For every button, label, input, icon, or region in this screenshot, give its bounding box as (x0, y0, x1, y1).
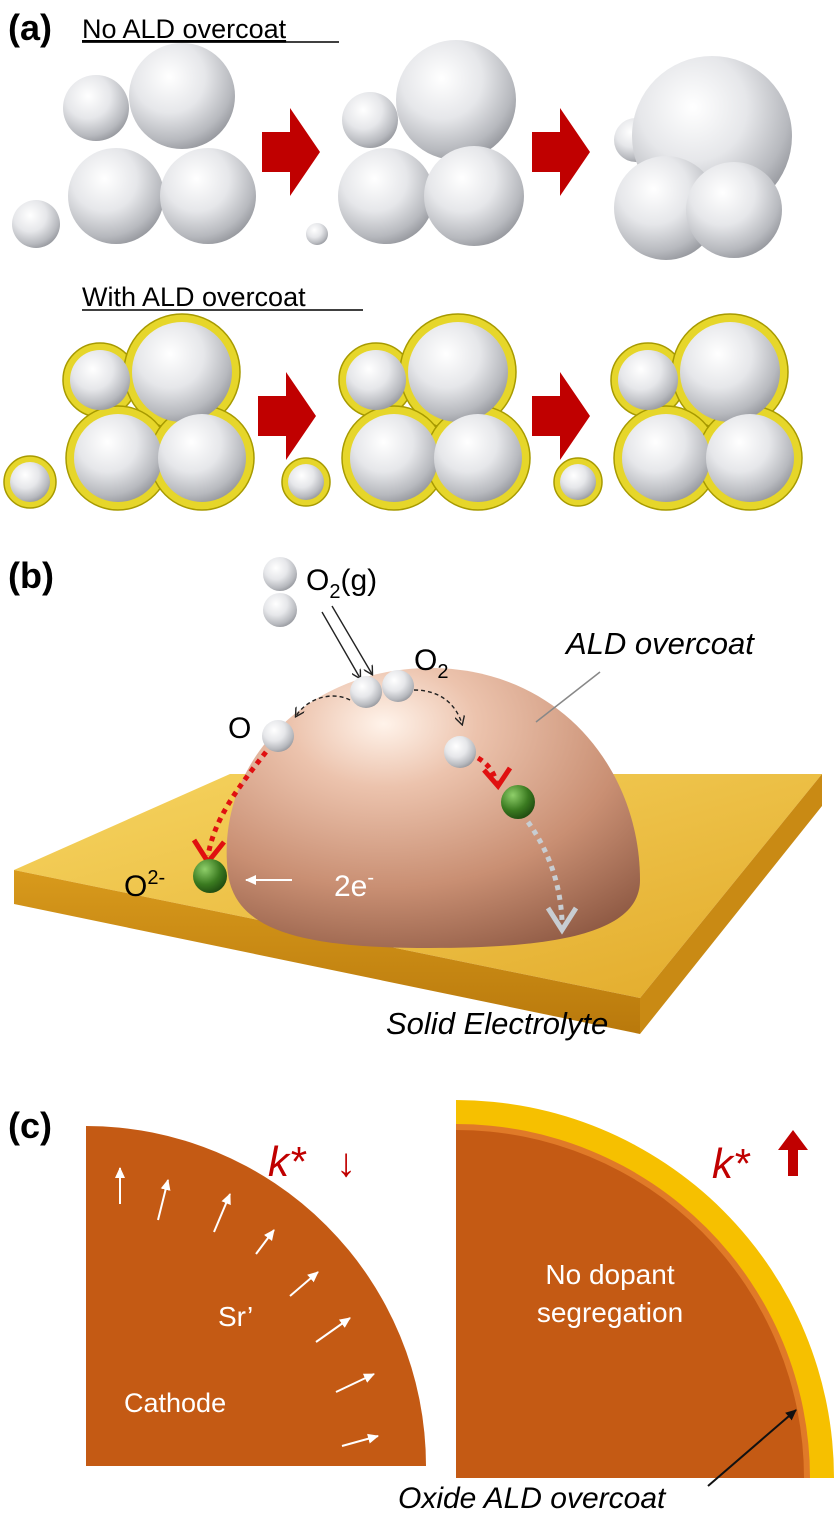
particle-cluster-coated-1 (3, 313, 255, 511)
segregation-arrow (289, 1271, 319, 1297)
cathode-quarter-coated (456, 1130, 804, 1478)
particle-cluster-uncoated-2 (306, 40, 524, 246)
particle (396, 40, 516, 160)
particle (10, 462, 50, 502)
particle (686, 162, 782, 258)
adsorption-arrow (331, 605, 372, 674)
oxygen-atom (262, 720, 294, 752)
segregation-arrow (315, 1317, 351, 1343)
particle (618, 350, 678, 410)
solid-electrolyte-label: Solid Electrolyte (386, 1006, 608, 1041)
particle-cluster-coated-2 (281, 313, 531, 511)
o2-gas-label: O2(g) (306, 564, 377, 603)
particle (560, 464, 596, 500)
oxide-ion-label: O2- (124, 867, 165, 903)
particle (680, 322, 780, 422)
particle (434, 414, 522, 502)
panel-a-label: (a) (8, 7, 52, 48)
oxide-ald-overcoat-label: Oxide ALD overcoat (398, 1482, 667, 1515)
oxygen-atom (350, 676, 382, 708)
oxygen-atom (444, 736, 476, 768)
ald-overcoat-label: ALD overcoat (564, 626, 755, 661)
k-decrease-arrow-icon: ↓ (336, 1141, 356, 1185)
particle (129, 43, 235, 149)
k-increase-arrow-icon (778, 1130, 808, 1176)
particle (132, 322, 232, 422)
arrow-right-icon (532, 108, 590, 196)
oxygen-atom (263, 593, 297, 627)
oxygen-atom (382, 670, 414, 702)
adsorption-arrow (321, 611, 360, 678)
panel-b-label: (b) (8, 555, 54, 596)
arrow-right-icon (532, 372, 590, 460)
segregation-arrow (341, 1433, 379, 1447)
particle (706, 414, 794, 502)
particle (74, 414, 162, 502)
particle (158, 414, 246, 502)
slab-side-front (14, 870, 640, 1034)
no-segregation-line1: No dopant (545, 1259, 674, 1290)
arrow-right-icon (262, 108, 320, 196)
dopant-label: Sr’ (218, 1301, 253, 1332)
particle-cluster-uncoated-1 (12, 43, 256, 248)
particle-cluster-coated-3 (553, 313, 803, 511)
oxide-ion (501, 785, 535, 819)
arrow-head-icon (545, 906, 579, 935)
incorporation-arrow (476, 755, 499, 783)
particle (408, 322, 508, 422)
oxide-ion (193, 859, 227, 893)
o2-adsorbed-label: O2 (414, 644, 448, 683)
particle (424, 146, 524, 246)
sr-segregation-arrows (115, 1167, 379, 1447)
overcoat-pointer-arrow (707, 1409, 797, 1487)
arrow-head-icon (482, 766, 513, 791)
particle (338, 148, 434, 244)
ald-overcoat-dome (226, 668, 640, 948)
particle (63, 75, 129, 141)
segregation-arrow (335, 1373, 375, 1393)
particle (614, 156, 718, 260)
cathode-label: Cathode (124, 1388, 226, 1418)
dissociation-arrow (413, 689, 462, 724)
particle (288, 464, 324, 500)
panel-a: (a) No ALD overcoat With ALD o (3, 7, 803, 511)
particle (70, 350, 130, 410)
slab-side-right (640, 774, 822, 1034)
panel-c: (c) Sr’ Cathode k* ↓ k* No dopant segreg… (8, 1100, 834, 1515)
panel-c-label: (c) (8, 1105, 52, 1146)
electrons-label: 2e- (334, 867, 374, 903)
segregation-arrow (157, 1179, 171, 1221)
row1-title: No ALD overcoat (82, 14, 287, 44)
particle (68, 148, 164, 244)
k-star-left: k* (268, 1138, 307, 1185)
cathode-quarter-uncoated (86, 1126, 426, 1466)
particle (346, 350, 406, 410)
particle-cluster-uncoated-3 (614, 56, 792, 260)
panel-b: (b) O2(g) O2 O (8, 555, 822, 1041)
overcoat-leader-line (535, 671, 601, 723)
particle (306, 223, 328, 245)
bulk-diffusion-arrow (525, 820, 565, 921)
particle (350, 414, 438, 502)
segregation-arrow (255, 1229, 275, 1255)
particle (622, 414, 710, 502)
o-atom-label: O (228, 712, 251, 745)
segregation-arrow (213, 1193, 231, 1233)
particle (342, 92, 398, 148)
arrow-right-icon (258, 372, 316, 460)
particle (160, 148, 256, 244)
row2-title: With ALD overcoat (82, 282, 306, 312)
k-star-right: k* (712, 1140, 751, 1187)
particle (12, 200, 60, 248)
oxygen-atom (263, 557, 297, 591)
dissociation-arrow (296, 695, 351, 716)
no-segregation-line2: segregation (537, 1297, 683, 1328)
